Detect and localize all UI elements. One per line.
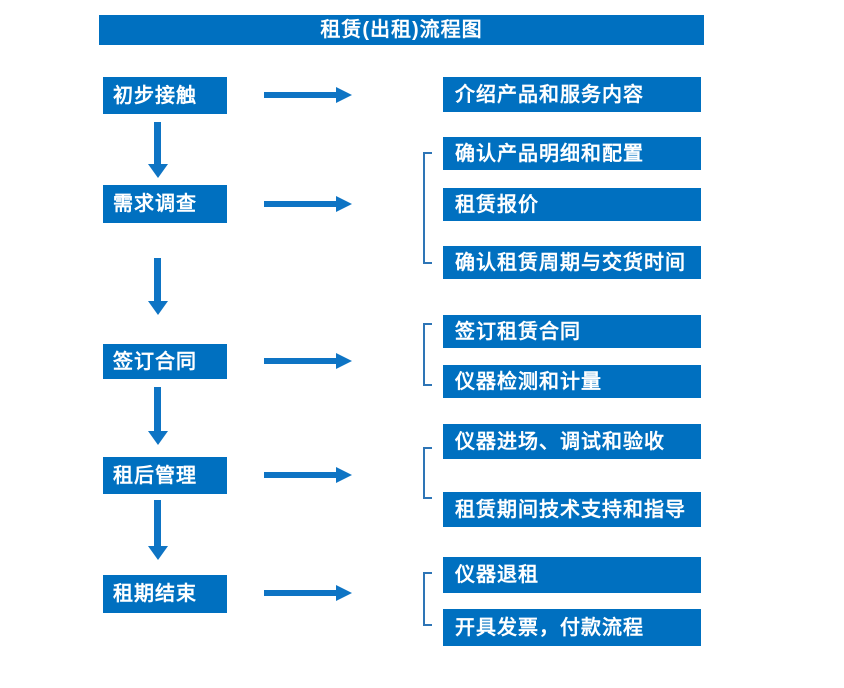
group-bracket-icon (423, 323, 432, 386)
arrow-down-icon (148, 122, 168, 178)
arrow-down-icon (148, 258, 168, 315)
detail-box-invoice-payment: 开具发票，付款流程 (443, 609, 701, 646)
detail-box-rental-quotation: 租赁报价 (443, 188, 701, 221)
step-box-demand-survey: 需求调查 (103, 185, 227, 223)
detail-box-instrument-testing: 仪器检测和计量 (443, 365, 701, 398)
arrow-down-icon (148, 387, 168, 445)
detail-box-introduce-products: 介绍产品和服务内容 (443, 77, 701, 112)
arrow-down-icon (148, 500, 168, 560)
flowchart-title: 租赁(出租)流程图 (99, 15, 704, 45)
group-bracket-icon (423, 572, 432, 626)
group-bracket-icon (423, 152, 432, 264)
step-box-sign-contract: 签订合同 (103, 344, 227, 379)
detail-box-confirm-rental-period: 确认租赁周期与交货时间 (443, 246, 701, 279)
group-bracket-icon (423, 447, 432, 499)
step-box-initial-contact: 初步接触 (103, 77, 227, 114)
step-box-rental-end: 租期结束 (103, 575, 227, 613)
detail-box-confirm-product-details: 确认产品明细和配置 (443, 137, 701, 170)
detail-box-instrument-return: 仪器退租 (443, 557, 701, 593)
detail-box-technical-support: 租赁期间技术支持和指导 (443, 492, 701, 527)
detail-box-sign-rental-contract: 签订租赁合同 (443, 315, 701, 348)
step-box-post-rental-management: 租后管理 (103, 457, 227, 494)
detail-box-instrument-entry-acceptance: 仪器进场、调试和验收 (443, 424, 701, 459)
